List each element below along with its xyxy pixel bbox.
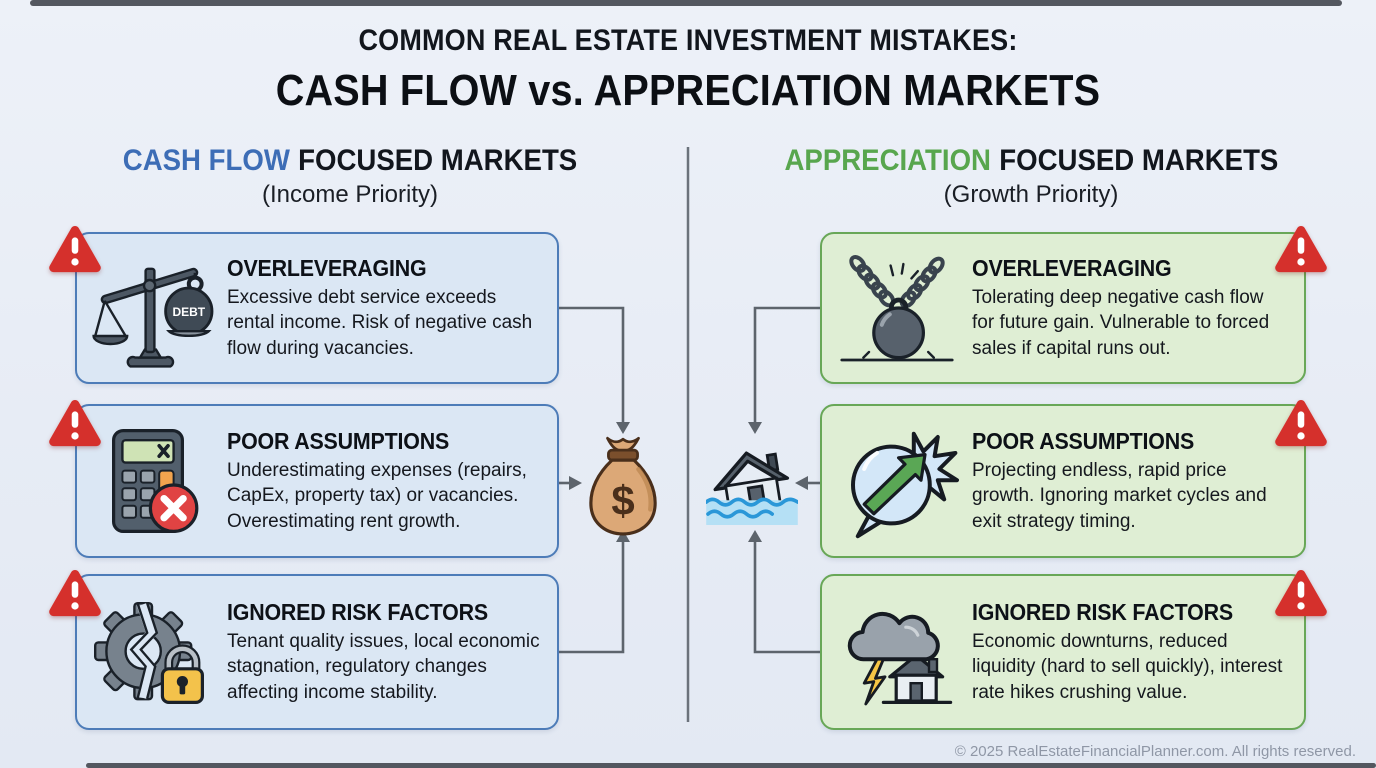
card-cashflow-ignored-risks: IGNORED RISK FACTORS Tenant quality issu… [75, 574, 559, 730]
calculator-error-icon [77, 421, 227, 541]
warning-triangle-icon [1272, 396, 1330, 448]
mistake-title: OVERLEVERAGING [972, 255, 1172, 282]
sinking-house-icon [704, 438, 800, 525]
warning-triangle-icon [1272, 222, 1330, 274]
top-edge-decoration [30, 0, 1342, 6]
wrecking-ball-chain-icon [822, 248, 972, 368]
broken-gear-padlock-icon [77, 592, 227, 712]
card-appreciation-poor-assumptions: POOR ASSUMPTIONS Projecting endless, rap… [820, 404, 1306, 558]
mistake-description: Tenant quality issues, local economic st… [227, 631, 540, 703]
warning-triangle-icon [46, 396, 104, 448]
mistake-description: Economic downturns, reduced liquidity (h… [972, 631, 1283, 703]
mistake-description: Underestimating expenses (repairs, CapEx… [227, 460, 527, 532]
mistake-description: Projecting endless, rapid price growth. … [972, 460, 1267, 532]
right-heading-accent: APPRECIATION [784, 144, 991, 177]
title-subline: COMMON REAL ESTATE INVESTMENT MISTAKES: [358, 24, 1018, 57]
bottom-edge-decoration [86, 763, 1376, 768]
warning-triangle-icon [46, 222, 104, 274]
card-cashflow-overleveraging: DEBT OVERLEVERAGING Excessive debt servi… [75, 232, 559, 384]
mistake-title: OVERLEVERAGING [227, 255, 427, 282]
mistake-title: POOR ASSUMPTIONS [972, 428, 1195, 455]
left-heading-sub: (Income Priority) [261, 181, 439, 208]
svg-text:DEBT: DEBT [172, 305, 205, 319]
balance-scale-debt-icon: DEBT [77, 248, 227, 368]
card-appreciation-ignored-risks: IGNORED RISK FACTORS Economic downturns,… [820, 574, 1306, 730]
right-heading-sub: (Growth Priority) [943, 181, 1119, 208]
mistake-title: IGNORED RISK FACTORS [972, 599, 1233, 626]
title-mainline: CASH FLOW vs. APPRECIATION MARKETS [275, 66, 1101, 115]
warning-triangle-icon [1272, 566, 1330, 618]
card-appreciation-overleveraging: OVERLEVERAGING Tolerating deep negative … [820, 232, 1306, 384]
mistake-title: POOR ASSUMPTIONS [227, 428, 450, 455]
mistake-title: IGNORED RISK FACTORS [227, 599, 488, 626]
copyright-text: © 2025 RealEstateFinancialPlanner.com. A… [954, 743, 1356, 760]
mistake-description: Excessive debt service exceeds rental in… [227, 287, 533, 359]
page-title: COMMON REAL ESTATE INVESTMENT MISTAKES: … [0, 24, 1376, 116]
card-cashflow-poor-assumptions: POOR ASSUMPTIONS Underestimating expense… [75, 404, 559, 558]
mistake-description: Tolerating deep negative cash flow for f… [972, 287, 1270, 359]
money-bag-icon: $ [582, 434, 664, 540]
left-heading-rest: FOCUSED MARKETS [298, 144, 578, 177]
warning-triangle-icon [46, 566, 104, 618]
svg-text:$: $ [611, 477, 634, 524]
bursting-bubble-growth-icon [822, 421, 972, 541]
right-heading-rest: FOCUSED MARKETS [998, 144, 1278, 177]
left-heading-accent: CASH FLOW [122, 144, 290, 177]
storm-cloud-house-icon [822, 592, 972, 712]
